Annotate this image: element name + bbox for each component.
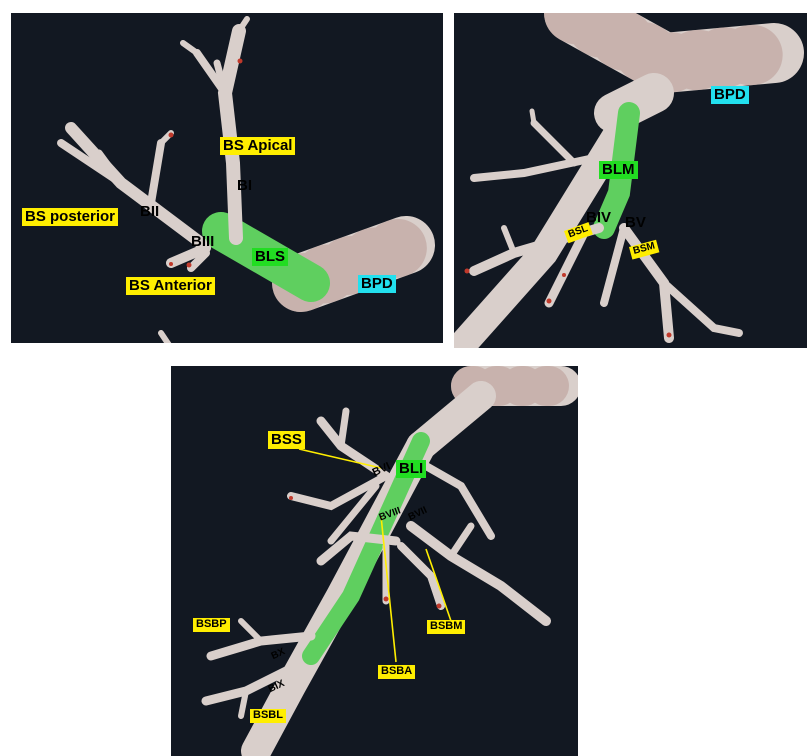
label-bls: BLS [252, 248, 288, 266]
label-bpd-lingular: BPD [711, 86, 749, 104]
leader-lines [298, 448, 452, 663]
label-bpd: BPD [358, 275, 396, 293]
panel-superior-division: BS Apical BI BS posterior BII BIII BLS B… [11, 13, 443, 343]
label-bs-anterior: BS Anterior [126, 277, 215, 295]
label-biii: BIII [191, 233, 215, 250]
label-bsbl: BSBL [250, 709, 286, 723]
label-bsba: BSBA [378, 665, 416, 679]
label-bli: BLI [396, 460, 427, 478]
label-biv: BIV [586, 209, 612, 226]
label-bs-apical: BS Apical [220, 137, 296, 155]
label-bi: BI [237, 177, 252, 194]
label-blm: BLM [599, 161, 638, 179]
panel-lingular-division: BPD BLM BSL BIV BV BSM [454, 13, 807, 348]
label-bii: BII [140, 203, 160, 220]
label-bss: BSS [268, 431, 305, 449]
airway-tree-lingular [454, 13, 804, 348]
label-bsbp: BSBP [193, 618, 230, 632]
label-bs-posterior: BS posterior [22, 208, 119, 226]
panel-inferior-lobe: BSS BVI BLI BVIII BVII BSBP BSBM BX BIX … [171, 366, 578, 756]
label-bsbm: BSBM [427, 620, 466, 634]
airway-tree-inferior [201, 366, 578, 756]
airway-tree-superior [57, 16, 435, 343]
label-bv: BV [625, 214, 646, 231]
